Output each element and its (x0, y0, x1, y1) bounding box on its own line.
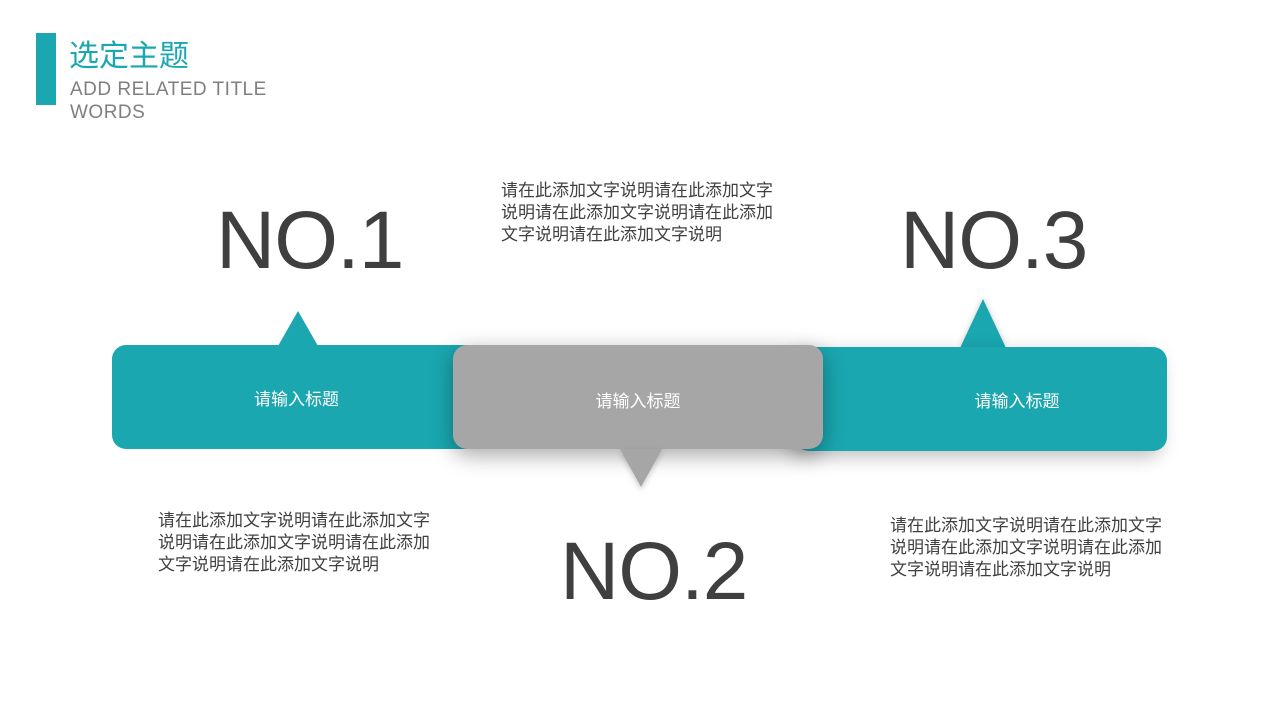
title-accent-bar (36, 33, 56, 105)
item-1-banner-label: 请输入标题 (254, 389, 339, 410)
item-3-description: 请在此添加文字说明请在此添加文字说明请在此添加文字说明请在此添加文字说明请在此添… (890, 516, 1162, 580)
item-1-banner[interactable]: 请输入标题 (112, 345, 487, 449)
page-title: 选定主题 (69, 39, 189, 74)
item-1-number: NO.1 (216, 195, 404, 286)
item-3-banner[interactable]: 请输入标题 (795, 347, 1167, 451)
item-2-pointer (620, 449, 662, 487)
item-3-pointer (960, 299, 1006, 348)
item-1-description: 请在此添加文字说明请在此添加文字说明请在此添加文字说明请在此添加文字说明请在此添… (158, 511, 430, 575)
item-3-banner-label: 请输入标题 (974, 391, 1060, 412)
item-3-number: NO.3 (900, 195, 1088, 286)
item-2-banner[interactable]: 请输入标题 (453, 345, 823, 449)
item-2-banner-label: 请输入标题 (595, 391, 681, 412)
page-subtitle: ADD RELATED TITLE WORDS (70, 79, 267, 123)
item-2-number: NO.2 (560, 526, 748, 617)
item-1-pointer (278, 311, 318, 346)
item-2-description: 请在此添加文字说明请在此添加文字说明请在此添加文字说明请在此添加文字说明请在此添… (501, 181, 773, 245)
